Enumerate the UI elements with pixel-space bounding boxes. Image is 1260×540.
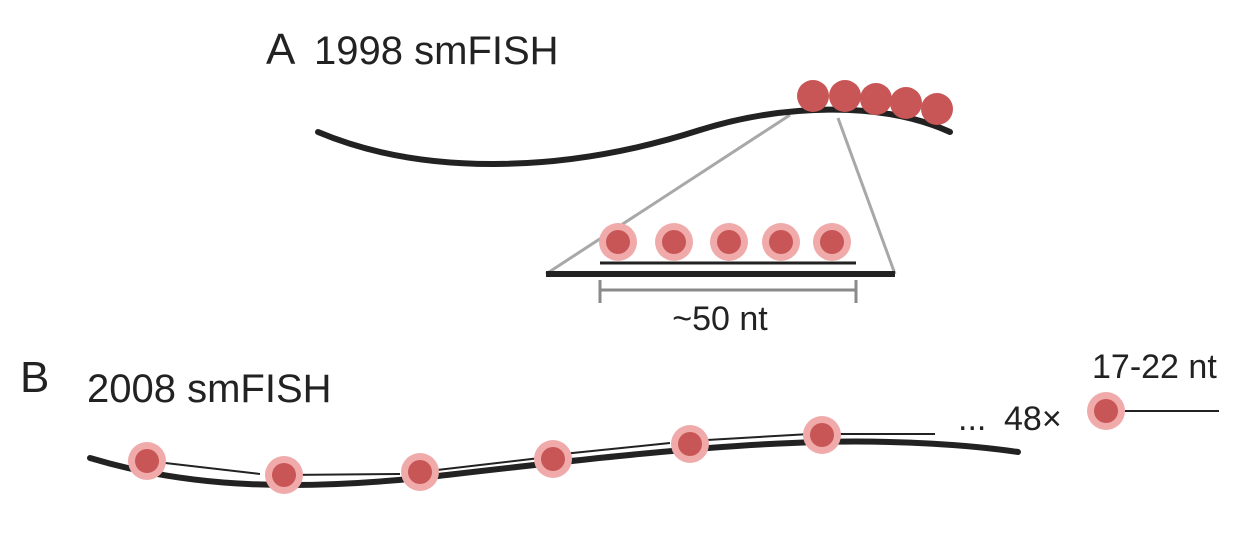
probe-a-1 bbox=[797, 80, 829, 112]
panel-b-letter: B bbox=[20, 353, 49, 402]
probe-b-2 bbox=[265, 456, 303, 494]
mrna-strand-a bbox=[315, 106, 953, 167]
panel-a: A 1998 smFISH bbox=[266, 25, 953, 338]
zoom-probe-2 bbox=[655, 223, 693, 261]
span-label: ~50 nt bbox=[672, 300, 768, 338]
probe-b-6 bbox=[803, 416, 841, 454]
zoom-probes bbox=[599, 223, 851, 261]
panel-b: B 2008 smFISH bbox=[20, 348, 1219, 494]
probe-a-3 bbox=[860, 83, 892, 115]
single-probe-legend bbox=[1087, 392, 1219, 430]
mrna-strand-b bbox=[87, 438, 1021, 489]
panel-b-title: 2008 smFISH bbox=[87, 367, 332, 411]
probe-b-1 bbox=[128, 442, 166, 480]
zoom-line-right bbox=[836, 117, 897, 275]
panel-a-letter: A bbox=[266, 25, 296, 74]
zoom-probe-3 bbox=[710, 223, 748, 261]
probe-cluster-a bbox=[797, 80, 953, 125]
multiplier-text: 48× bbox=[1004, 400, 1062, 438]
zoom-probe-5 bbox=[813, 223, 851, 261]
probe-length-label: 17-22 nt bbox=[1092, 348, 1217, 386]
zoom-line-left bbox=[545, 113, 791, 276]
zoom-probe-1 bbox=[599, 223, 637, 261]
span-bracket bbox=[598, 280, 858, 303]
zoom-probe-4 bbox=[762, 223, 800, 261]
probe-a-4 bbox=[890, 87, 922, 119]
probes-b bbox=[128, 416, 841, 494]
probe-a-2 bbox=[829, 80, 861, 112]
probe-a-5 bbox=[921, 93, 953, 125]
probe-b-5 bbox=[671, 425, 709, 463]
probe-b-3 bbox=[401, 453, 439, 491]
probe-b-4 bbox=[534, 440, 572, 478]
ellipsis-text: ... bbox=[958, 400, 986, 438]
panel-a-title: 1998 smFISH bbox=[314, 29, 559, 73]
